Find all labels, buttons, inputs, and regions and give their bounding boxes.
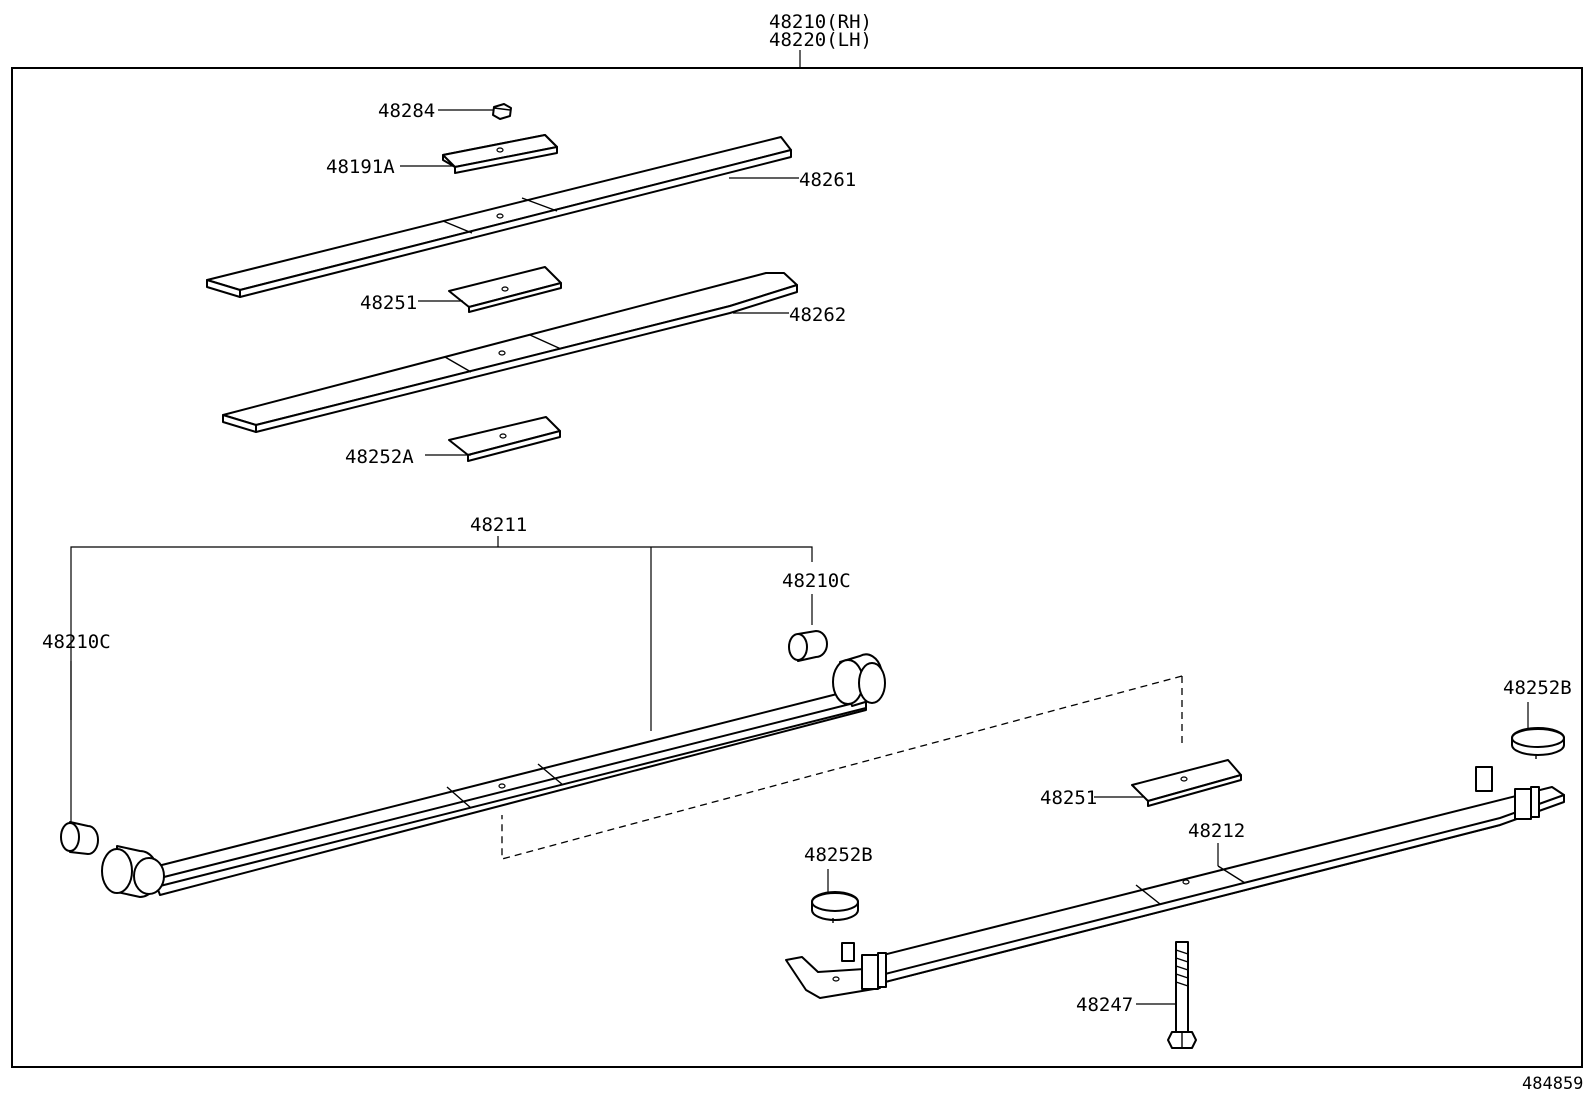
bolt-48247 bbox=[1167, 941, 1197, 1049]
label-48191a: 48191A bbox=[326, 156, 395, 178]
assembly-rh-label: 48210(RH) bbox=[769, 11, 872, 33]
diagram-frame bbox=[11, 67, 1583, 1068]
bushing-48210c-left bbox=[60, 821, 99, 855]
leaf-48262 bbox=[222, 272, 798, 433]
liner-48252a bbox=[448, 416, 561, 462]
button-48252b-left bbox=[811, 891, 859, 923]
label-48251-bottom: 48251 bbox=[1040, 787, 1097, 809]
main-leaf-48211 bbox=[101, 653, 886, 898]
liner-48251-bottom bbox=[1131, 759, 1242, 807]
label-48261: 48261 bbox=[799, 169, 856, 191]
assembly-lh-label: 48220(LH) bbox=[769, 29, 872, 51]
label-48247: 48247 bbox=[1076, 994, 1133, 1016]
button-48252b-right bbox=[1511, 727, 1565, 759]
label-48252a: 48252A bbox=[345, 446, 414, 468]
diagram-number: 484859 bbox=[1522, 1074, 1583, 1094]
nut-48284 bbox=[492, 103, 512, 120]
label-48211: 48211 bbox=[470, 514, 527, 536]
label-48212: 48212 bbox=[1188, 820, 1245, 842]
label-48252b-right: 48252B bbox=[1503, 677, 1572, 699]
plate-48191a bbox=[442, 134, 558, 174]
label-48252b-left: 48252B bbox=[804, 844, 873, 866]
leaf-48212 bbox=[785, 766, 1565, 999]
label-48284: 48284 bbox=[378, 100, 435, 122]
leaf-48261 bbox=[206, 136, 792, 298]
label-48210c-right: 48210C bbox=[782, 570, 851, 592]
label-48251-top: 48251 bbox=[360, 292, 417, 314]
label-48210c-left: 48210C bbox=[42, 631, 111, 653]
bushing-48210c-right bbox=[788, 630, 828, 662]
liner-48251-top bbox=[448, 266, 562, 313]
label-48262: 48262 bbox=[789, 304, 846, 326]
